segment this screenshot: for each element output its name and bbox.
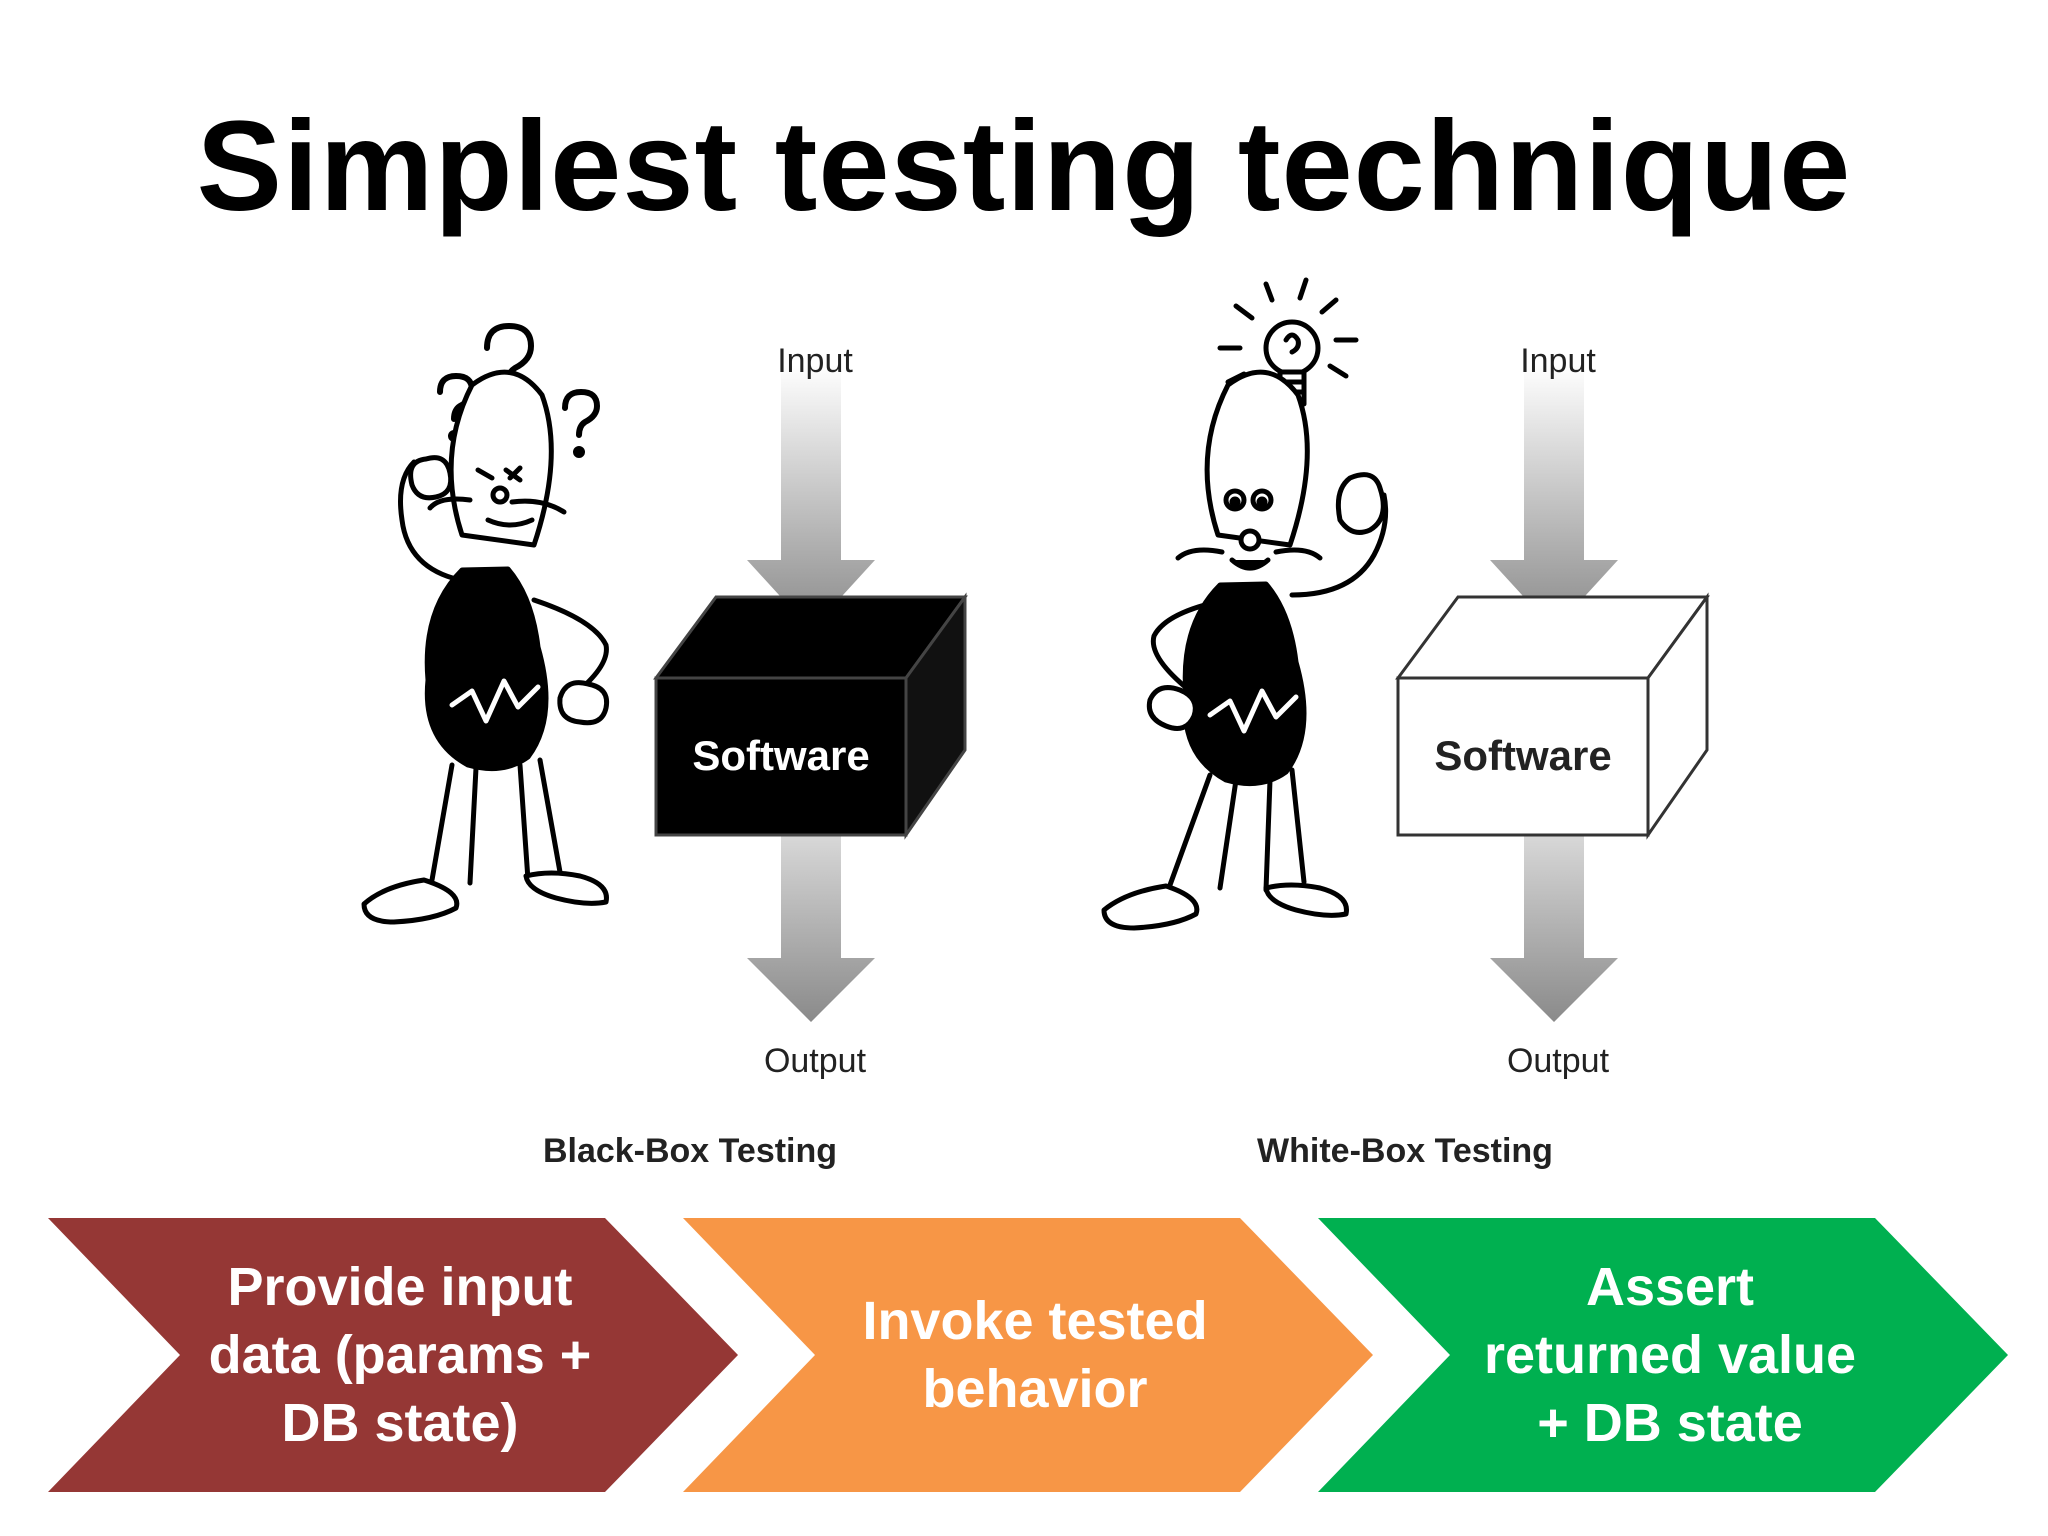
output-arrow-black	[747, 835, 875, 1022]
slide-title: Simplest testing technique	[196, 95, 1852, 238]
idea-tester-illustration	[1101, 277, 1389, 931]
input-arrow-white	[1490, 365, 1618, 630]
black-box-caption: Black-Box Testing	[543, 1132, 837, 1170]
step-2-label: Invoke tested behavior	[862, 1291, 1208, 1419]
confused-tester-illustration	[361, 323, 610, 925]
step-1-label: Provide input data (params + DB state)	[208, 1257, 592, 1453]
black-box-cube	[653, 592, 968, 840]
step-3-chevron	[1318, 1218, 2008, 1492]
input-arrow-black	[747, 365, 875, 630]
black-box-label: Software	[692, 732, 869, 779]
output-arrow-white	[1490, 835, 1618, 1022]
step-3-label: Assert returned value + DB state	[1483, 1257, 1857, 1453]
step-1-chevron	[48, 1218, 738, 1492]
white-box-caption: White-Box Testing	[1257, 1132, 1553, 1170]
black-box-output-label: Output	[764, 1042, 867, 1080]
white-box-label: Software	[1434, 732, 1611, 779]
white-box-output-label: Output	[1507, 1042, 1610, 1080]
step-2-chevron	[683, 1218, 1373, 1492]
white-box-input-label: Input	[1520, 342, 1596, 380]
black-box-input-label: Input	[777, 342, 853, 380]
white-box-cube	[1395, 592, 1710, 840]
